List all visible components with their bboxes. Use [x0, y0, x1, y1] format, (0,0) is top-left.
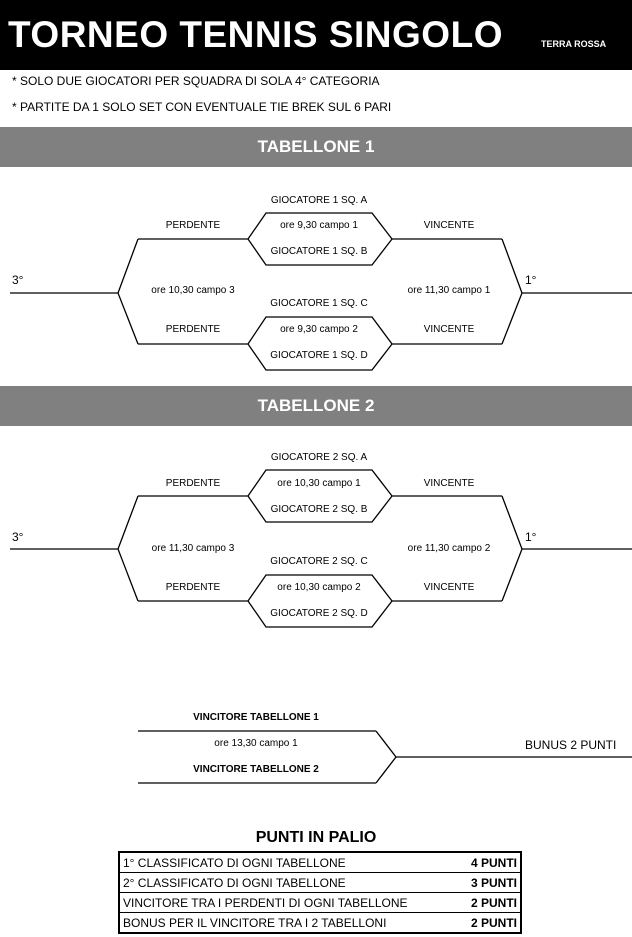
- board-1-bracket: GIOCATORE 1 SQ. A ore 9,30 campo 1 GIOCA…: [0, 187, 632, 377]
- prize-points: 3 PUNTI: [459, 872, 521, 893]
- header-bar: TORNEO TENNIS SINGOLO TERRA ROSSA: [0, 0, 632, 70]
- match-time-bottom: ore 10,30 campo 2: [277, 582, 361, 593]
- board-2-title: TABELLONE 2: [0, 386, 632, 426]
- final-bracket: VINCITORE TABELLONE 1 ore 13,30 campo 1 …: [0, 705, 632, 785]
- note-line-1: * SOLO DUE GIOCATORI PER SQUADRA DI SOLA…: [12, 74, 380, 88]
- third-place-label: 3°: [12, 273, 24, 287]
- prize-points: 2 PUNTI: [459, 892, 521, 913]
- table-row: 2° CLASSIFICATO DI OGNI TABELLONE 3 PUNT…: [119, 872, 521, 893]
- player-1c: GIOCATORE 1 SQ. C: [270, 298, 368, 309]
- loser-label-top: PERDENTE: [165, 478, 221, 489]
- match-time-top: ore 9,30 campo 1: [280, 220, 358, 231]
- player-2a: GIOCATORE 2 SQ. A: [270, 452, 368, 463]
- prizes-table: 1° CLASSIFICATO DI OGNI TABELLONE 4 PUNT…: [118, 851, 522, 934]
- final-time: ore 13,30 campo 1: [214, 738, 298, 749]
- final-lines: [138, 730, 632, 784]
- table-row: BONUS PER IL VINCITORE TRA I 2 TABELLONI…: [119, 912, 521, 934]
- player-2c: GIOCATORE 2 SQ. C: [270, 556, 368, 567]
- winner-label-bottom: VINCENTE: [423, 324, 475, 335]
- board-2-bracket: GIOCATORE 2 SQ. A ore 10,30 campo 1 GIOC…: [0, 446, 632, 636]
- third-place-label: 3°: [12, 530, 24, 544]
- final-player-bottom: VINCITORE TABELLONE 2: [193, 764, 319, 775]
- prize-label: 1° CLASSIFICATO DI OGNI TABELLONE: [119, 851, 460, 873]
- final-time: ore 11,30 campo 1: [407, 285, 491, 296]
- prize-points: 2 PUNTI: [459, 912, 521, 934]
- prize-label: VINCITORE TRA I PERDENTI DI OGNI TABELLO…: [119, 892, 460, 913]
- match-time-bottom: ore 9,30 campo 2: [280, 324, 358, 335]
- prizes-title: PUNTI IN PALIO: [255, 829, 377, 846]
- note-line-2: * PARTITE DA 1 SOLO SET CON EVENTUALE TI…: [12, 100, 392, 114]
- board-2-lines: [10, 469, 632, 628]
- match-time-top: ore 10,30 campo 1: [277, 478, 361, 489]
- final-time: ore 11,30 campo 2: [407, 543, 491, 554]
- page-title: TORNEO TENNIS SINGOLO: [8, 14, 503, 55]
- player-2d: GIOCATORE 2 SQ. D: [270, 608, 368, 619]
- losers-final-time: ore 10,30 campo 3: [151, 285, 235, 296]
- winner-label-top: VINCENTE: [423, 478, 475, 489]
- table-row: 1° CLASSIFICATO DI OGNI TABELLONE 4 PUNT…: [119, 851, 521, 873]
- page-subtitle: TERRA ROSSA: [541, 39, 607, 49]
- losers-final-time: ore 11,30 campo 3: [151, 543, 235, 554]
- loser-label-bottom: PERDENTE: [165, 324, 221, 335]
- player-1a: GIOCATORE 1 SQ. A: [270, 195, 368, 206]
- prize-label: 2° CLASSIFICATO DI OGNI TABELLONE: [119, 872, 460, 893]
- winner-label-top: VINCENTE: [423, 220, 475, 231]
- loser-label-top: PERDENTE: [165, 220, 221, 231]
- player-1b: GIOCATORE 1 SQ. B: [270, 246, 368, 257]
- first-place-label: 1°: [525, 273, 537, 287]
- prize-points: 4 PUNTI: [459, 851, 521, 873]
- board-1-lines: [10, 212, 632, 371]
- table-row: VINCITORE TRA I PERDENTI DI OGNI TABELLO…: [119, 892, 521, 913]
- bonus-label: BUNUS 2 PUNTI: [525, 738, 617, 752]
- player-2b: GIOCATORE 2 SQ. B: [270, 504, 368, 515]
- loser-label-bottom: PERDENTE: [165, 582, 221, 593]
- player-1d: GIOCATORE 1 SQ. D: [270, 350, 368, 361]
- prize-label: BONUS PER IL VINCITORE TRA I 2 TABELLONI: [119, 912, 460, 934]
- board-1-title: TABELLONE 1: [0, 127, 632, 167]
- final-player-top: VINCITORE TABELLONE 1: [193, 712, 319, 723]
- first-place-label: 1°: [525, 530, 537, 544]
- winner-label-bottom: VINCENTE: [423, 582, 475, 593]
